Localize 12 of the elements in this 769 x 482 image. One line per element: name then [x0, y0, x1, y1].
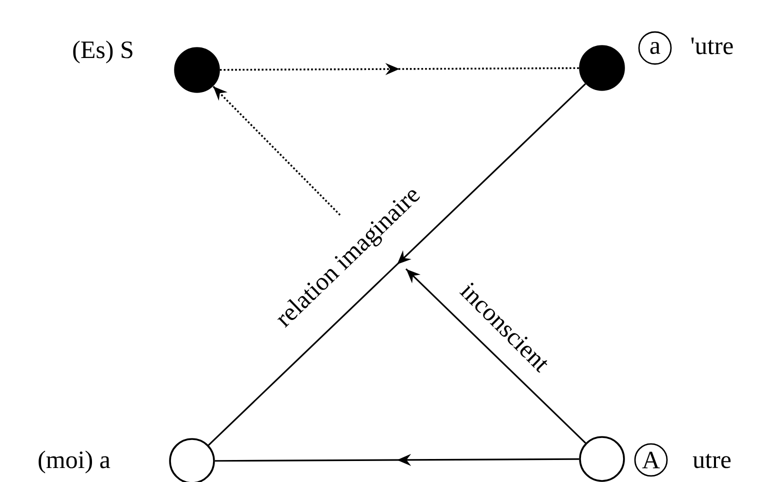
arrow — [212, 86, 341, 216]
arrow — [405, 268, 586, 444]
circled-letter: A — [634, 443, 668, 477]
arrow — [208, 83, 586, 446]
node-label: 'utre — [691, 38, 733, 54]
open-circle — [579, 436, 625, 482]
node-label: (moi) a — [38, 450, 110, 474]
circled-letter: a — [638, 31, 672, 65]
filled-dot — [174, 47, 220, 93]
filled-dot — [579, 45, 625, 91]
node-label: (Es) S — [73, 40, 132, 64]
node-label: utre — [692, 454, 731, 468]
